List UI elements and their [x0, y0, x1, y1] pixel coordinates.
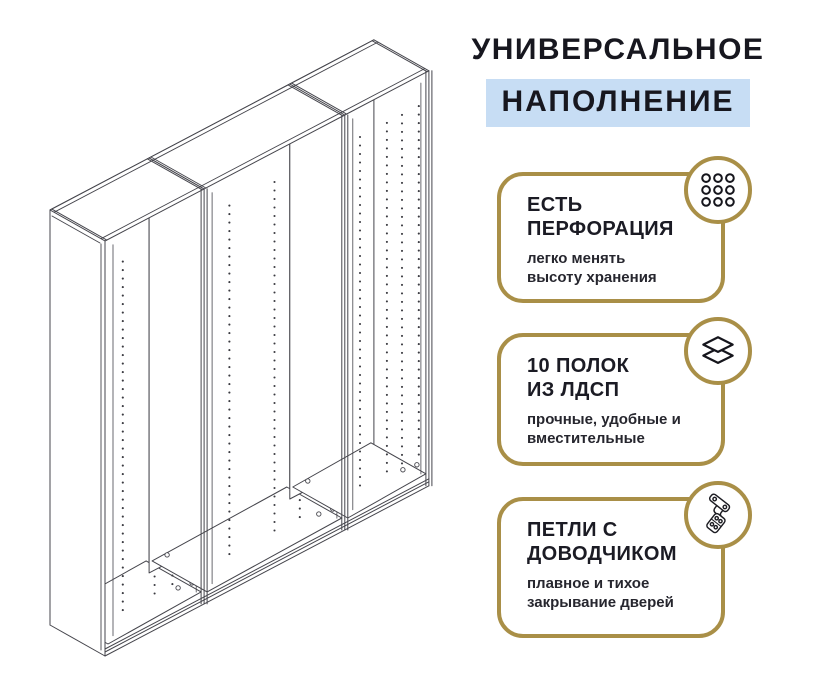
hinge-icon — [706, 493, 731, 534]
card-desc-line: вместительные — [527, 430, 645, 448]
card-icon-badge — [684, 481, 752, 549]
feature-card-shelves: 10 ПОЛОК ИЗ ЛДСП прочные, удобные и вмес… — [497, 317, 752, 466]
card-title: ЕСТЬ ПЕРФОРАЦИЯ — [527, 194, 721, 241]
feature-card-perforation: ЕСТЬ ПЕРФОРАЦИЯ легко менять высоту хран… — [497, 156, 752, 303]
card-title-line: ИЗ ЛДСП — [527, 378, 620, 401]
card-title-line: ПЕРФОРАЦИЯ — [527, 217, 674, 240]
card-description: прочные, удобные и вместительные — [527, 410, 721, 448]
card-desc-line: высоту хранения — [527, 269, 657, 287]
card-desc-line: закрывание дверей — [527, 594, 674, 612]
page-title: УНИВЕРСАЛЬНОЕ — [471, 33, 765, 66]
card-description: плавное и тихое закрывание дверей — [527, 574, 721, 612]
card-desc-line: прочные, удобные и — [527, 411, 681, 429]
page-subtitle-highlight: НАПОЛНЕНИЕ — [486, 79, 750, 127]
card-icon-badge — [684, 156, 752, 224]
card-icon-badge — [684, 317, 752, 385]
feature-card-hinges: ПЕТЛИ С ДОВОДЧИКОМ плавное и тихое закры… — [497, 481, 752, 638]
layers-icon — [702, 336, 734, 365]
wardrobe-isometric-illustration — [49, 39, 433, 657]
card-title: ПЕТЛИ С ДОВОДЧИКОМ — [527, 519, 721, 566]
card-title-line: ЕСТЬ — [527, 194, 583, 216]
page-subtitle-wrap: НАПОЛНЕНИЕ — [460, 79, 776, 127]
card-desc-line: плавное и тихое — [527, 575, 650, 593]
card-title-line: 10 ПОЛОК — [527, 355, 630, 377]
card-desc-line: легко менять — [527, 250, 626, 268]
card-description: легко менять высоту хранения — [527, 249, 721, 287]
perforation-grid-icon — [701, 173, 735, 207]
card-title-line: ПЕТЛИ С — [527, 519, 618, 541]
card-title-line: ДОВОДЧИКОМ — [527, 542, 677, 565]
features-column: УНИВЕРСАЛЬНОЕ НАПОЛНЕНИЕ ЕСТЬ ПЕРФОРАЦИЯ — [460, 0, 780, 700]
card-title: 10 ПОЛОК ИЗ ЛДСП — [527, 355, 721, 402]
